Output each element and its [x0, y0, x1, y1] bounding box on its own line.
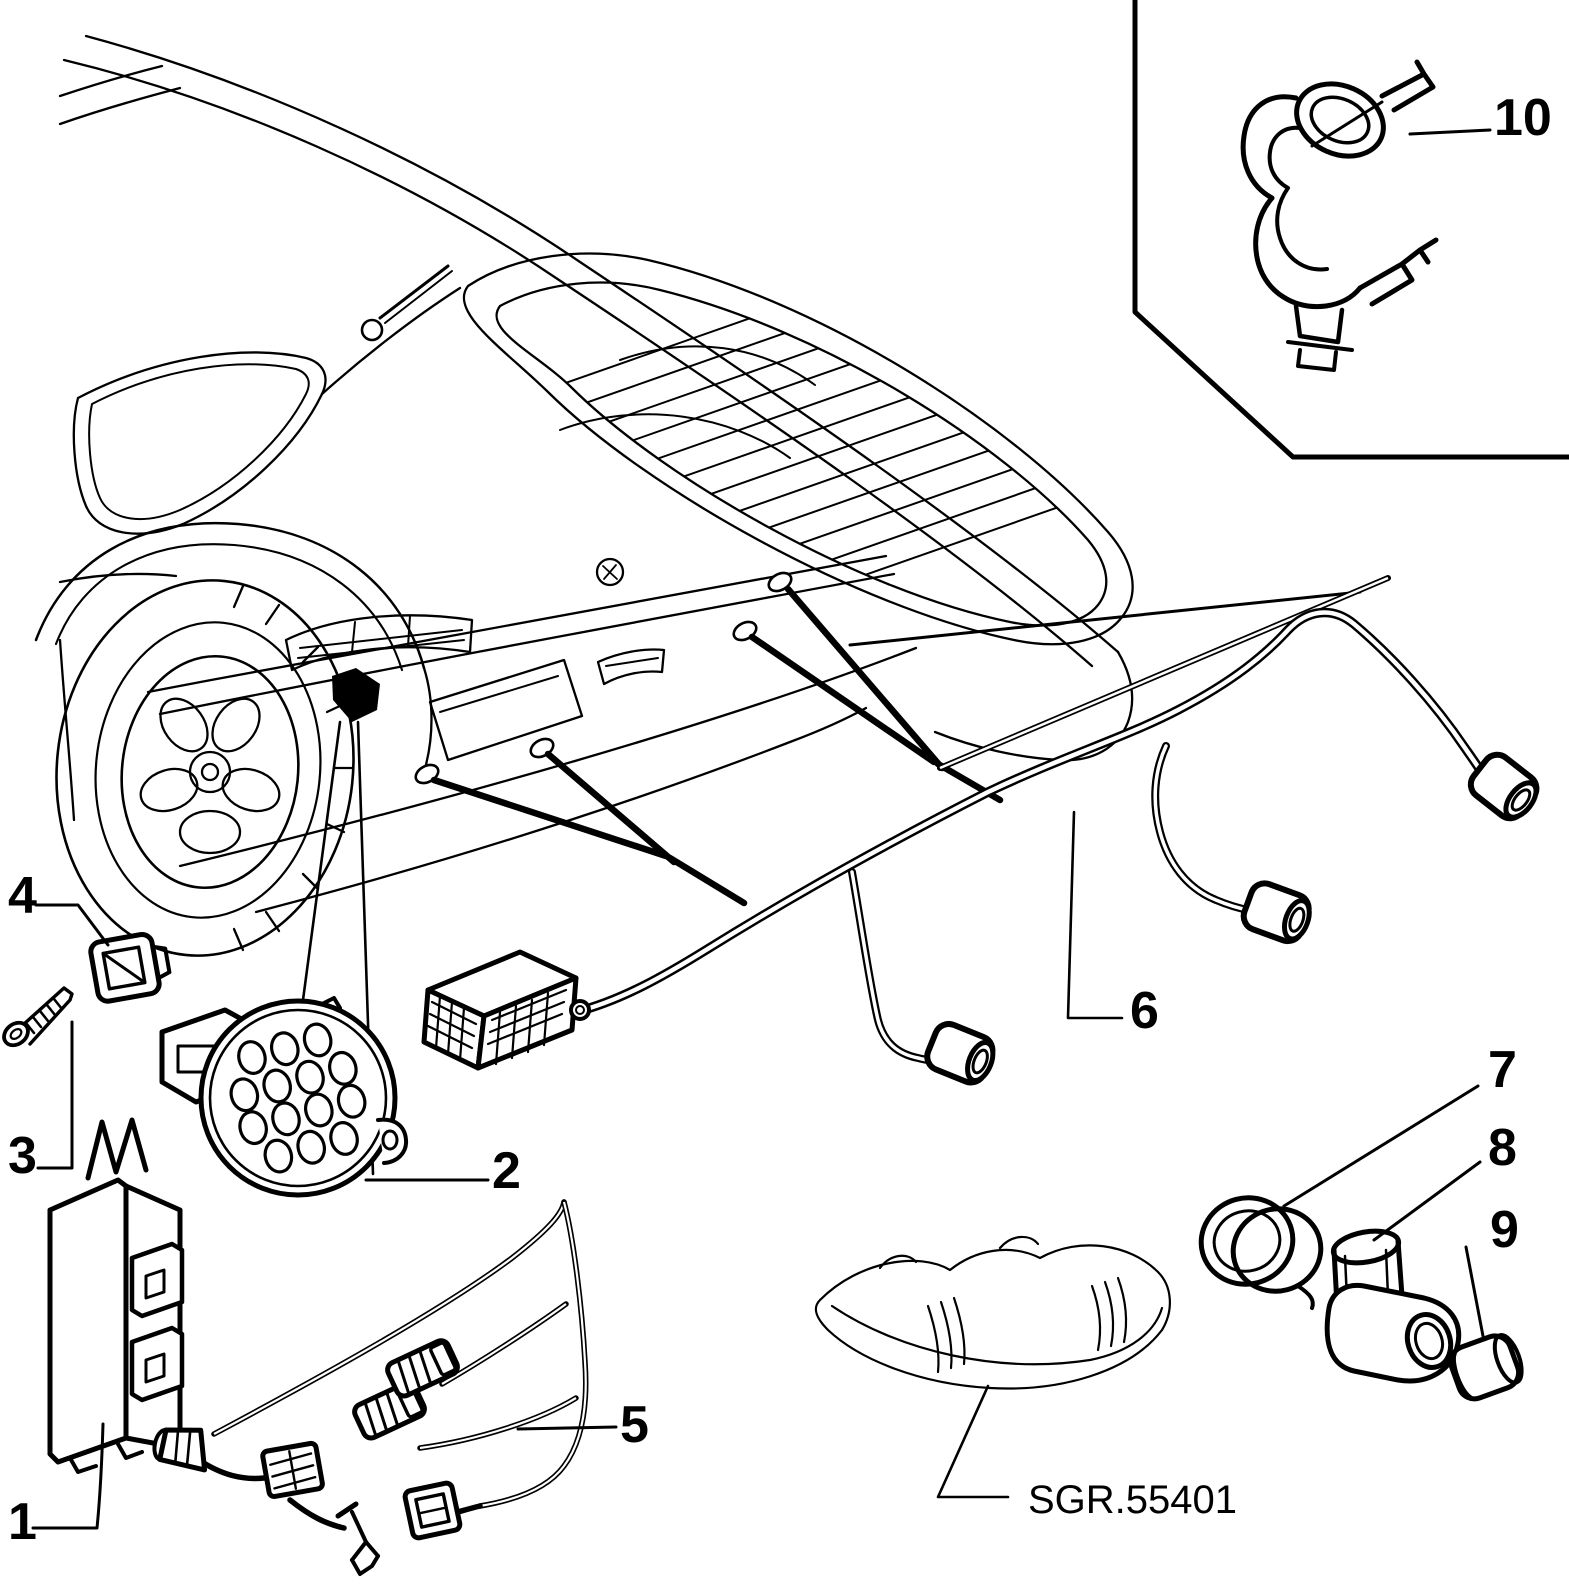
- inset-divider: [1132, 0, 1569, 460]
- callout-7-label: 7: [1488, 1041, 1517, 1099]
- brand-emblem-icon: [595, 557, 625, 587]
- leader-1: [31, 1422, 105, 1530]
- callout-1-label: 1: [8, 1493, 37, 1551]
- leader-5: [516, 1425, 618, 1431]
- callout-6-label: 6: [1130, 982, 1159, 1040]
- sub-harness-wires: [193, 1199, 589, 1531]
- tail-light-part: [814, 1235, 1171, 1390]
- main-harness: [421, 607, 1540, 1086]
- leader-7: [1282, 1084, 1480, 1208]
- antenna: [360, 264, 453, 342]
- callout-2-label: 2: [492, 1142, 521, 1200]
- leader-10: [1408, 128, 1492, 136]
- leader-reference: [936, 1384, 1010, 1499]
- harness-connector-block: [421, 949, 591, 1071]
- reference-code-label: SGR.55401: [1028, 1478, 1237, 1522]
- callout-4-label: 4: [8, 867, 37, 925]
- leader-8: [1372, 1160, 1482, 1242]
- sub-harness-part: [152, 1199, 589, 1576]
- harness-tie-clip: [335, 1501, 380, 1576]
- callout-8-label: 8: [1488, 1119, 1517, 1177]
- tail-light-louvers-left: [284, 614, 474, 672]
- leader-6: [1066, 810, 1124, 1020]
- callout-leader-lines: [31, 128, 1492, 1530]
- sensor-socket: [1240, 880, 1312, 945]
- cable-clip-part: [1240, 59, 1439, 372]
- leader-9: [1464, 1245, 1485, 1338]
- callout-10-label: 10: [1494, 89, 1552, 147]
- hatch-glass-inner: [495, 281, 1108, 627]
- tail-light-slats: [926, 1276, 1128, 1374]
- square-connector: [402, 1480, 463, 1541]
- callout-5-label: 5: [620, 1396, 649, 1454]
- leader-3: [36, 1020, 74, 1170]
- screw-part: [2, 986, 74, 1048]
- parking-sensor-part: [1324, 1228, 1462, 1384]
- leader-4: [34, 903, 110, 947]
- callout-labels: 1 2 3 4 5 6 7 8 9 10 SGR.55401: [8, 89, 1552, 1551]
- license-plate-recess: [428, 658, 584, 762]
- rear-wheel: [34, 521, 433, 957]
- sensor-ring-part: [1198, 1195, 1324, 1310]
- push-clip-part: [88, 931, 172, 1004]
- relay-connector: [260, 1440, 325, 1500]
- ecu-module-part: [47, 1117, 185, 1474]
- sensor-socket: [924, 1020, 996, 1086]
- buzzer-part: [159, 996, 409, 1198]
- callout-3-label: 3: [8, 1127, 37, 1185]
- callout-9-label: 9: [1490, 1201, 1519, 1259]
- bulb-socket-connector: [152, 1427, 208, 1473]
- sensor-cap-part: [1448, 1333, 1524, 1402]
- sensor-position-pointer-lines: [430, 585, 1004, 907]
- sensor-socket: [1467, 751, 1540, 822]
- ribbed-connector: [385, 1338, 460, 1399]
- hatch-glass-outer: [462, 252, 1134, 646]
- tail-light-louvers-right: [596, 648, 666, 686]
